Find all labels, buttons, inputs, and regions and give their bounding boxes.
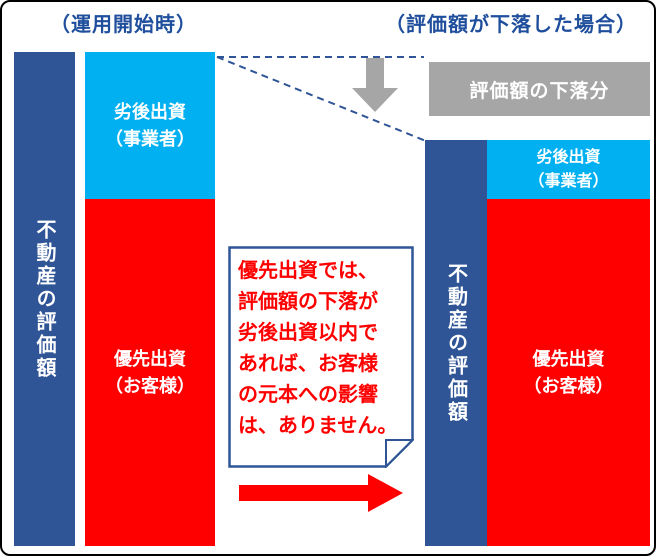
- decline-amount-box: 評価額の下落分: [429, 62, 650, 116]
- right-priority-label: 優先出資 （お客様）: [523, 349, 614, 396]
- down-arrow-icon: [352, 58, 398, 112]
- left-subordinated-box: 劣後出資 （事業者）: [85, 52, 215, 199]
- left-priority-box: 優先出資 （お客様）: [85, 199, 215, 546]
- left-priority-label: 優先出資 （お客様）: [105, 349, 195, 396]
- right-valuation-label: 不動産の評価額: [444, 262, 467, 424]
- right-subordinated-box: 劣後出資 （事業者）: [487, 140, 650, 199]
- note-box: 優先出資では、 評価額の下落が 劣後出資以内で あれば、お客様 の元本への影響 …: [228, 246, 414, 468]
- label-valuation-decline-case: （評価額が下落した場合）: [385, 14, 637, 36]
- right-valuation-bar: 不動産の評価額: [425, 140, 487, 546]
- note-text: 優先出資では、 評価額の下落が 劣後出資以内で あれば、お客様 の元本への影響 …: [238, 260, 398, 437]
- decline-amount-label: 評価額の下落分: [469, 80, 610, 102]
- right-subordinated-label: 劣後出資 （事業者）: [528, 149, 609, 190]
- label-operation-start: （運用開始時）: [50, 14, 197, 36]
- note-outline-icon: [228, 246, 414, 468]
- left-subordinated-label: 劣後出資 （事業者）: [105, 102, 195, 149]
- left-valuation-label: 不動産の評価額: [33, 218, 55, 380]
- right-arrow-icon: [239, 474, 403, 512]
- left-valuation-bar: 不動産の評価額: [14, 52, 75, 546]
- right-priority-box: 優先出資 （お客様）: [487, 199, 650, 546]
